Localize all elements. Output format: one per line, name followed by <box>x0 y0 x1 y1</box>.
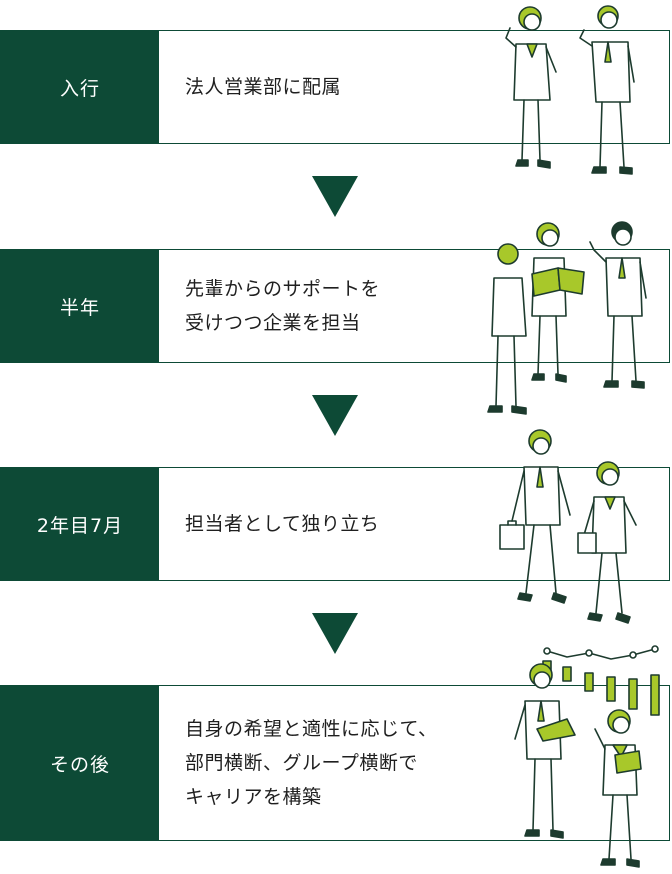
step-3-label: 2年目7月 <box>1 468 159 580</box>
illustration-career <box>514 645 660 868</box>
step-1: 入行 法人営業部に配属 <box>0 30 670 144</box>
step-2-line-2: 受けつつ企業を担当 <box>185 312 361 334</box>
step-4-description: 自身の希望と適性に応じて、 部門横断、グループ横断で キャリアを構築 <box>185 686 438 840</box>
arrow-down-2 <box>312 395 358 436</box>
step-4-line-1: 自身の希望と適性に応じて、 <box>185 718 438 740</box>
step-4: その後 自身の希望と適性に応じて、 部門横断、グループ横断で キャリアを構築 <box>0 685 670 841</box>
step-1-description: 法人営業部に配属 <box>185 31 341 143</box>
arrow-down-1 <box>312 176 358 217</box>
illustration-new-hires <box>505 5 635 175</box>
step-4-line-3: キャリアを構築 <box>185 786 322 808</box>
step-4-line-2: 部門横断、グループ横断で <box>185 752 418 774</box>
arrow-down-3 <box>312 613 358 654</box>
step-1-line-1: 法人営業部に配属 <box>185 76 342 98</box>
step-4-label: その後 <box>1 686 159 840</box>
step-2-line-1: 先輩からのサポートを <box>185 278 381 300</box>
step-3-line-1: 担当者として独り立ち <box>185 513 380 535</box>
step-3-description: 担当者として独り立ち <box>185 468 379 580</box>
step-2-description: 先輩からのサポートを 受けつつ企業を担当 <box>185 250 380 362</box>
step-2-label: 半年 <box>1 250 159 362</box>
illustration-independent <box>499 429 637 624</box>
illustration-mentoring <box>487 221 647 415</box>
step-1-label: 入行 <box>1 31 159 143</box>
